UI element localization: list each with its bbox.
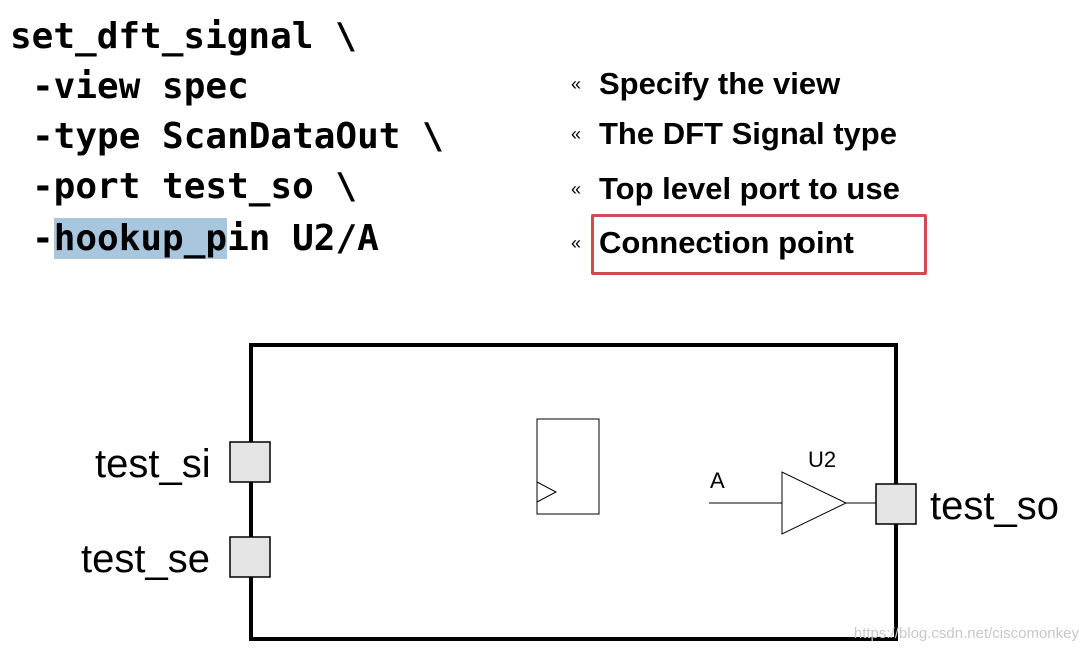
port-label-test-si: test_si xyxy=(95,442,211,486)
code-line-command: set_dft_signal \ xyxy=(10,16,357,57)
bullet-icon: « xyxy=(571,178,582,199)
port-label-test-se: test_se xyxy=(81,537,210,581)
annotation-connection: « Connection point xyxy=(571,225,854,261)
watermark: https://blog.csdn.net/ciscomonkey xyxy=(853,625,1079,642)
clock-triangle-icon xyxy=(536,481,558,503)
code-hookup-dash: - xyxy=(32,218,54,259)
bullet-icon: « xyxy=(571,123,582,144)
buffer-u2-icon xyxy=(781,471,848,535)
annotation-port-text: Top level port to use xyxy=(599,171,900,206)
code-line-type: -type ScanDataOut \ xyxy=(32,116,444,157)
annotation-connection-text: Connection point xyxy=(599,225,854,260)
code-line-view: -view spec xyxy=(32,66,249,107)
annotation-view-text: Specify the view xyxy=(599,66,841,101)
flip-flop xyxy=(536,418,600,515)
code-line-hookup-pin: -hookup_pin U2/A xyxy=(32,218,379,261)
port-box-test-se xyxy=(229,536,271,578)
port-box-test-si xyxy=(229,441,271,483)
pin-label-a: A xyxy=(710,468,725,493)
code-hookup-rest: in U2/A xyxy=(227,218,379,259)
port-box-test-so xyxy=(875,483,917,525)
port-label-test-so: test_so xyxy=(930,484,1059,528)
cell-label-u2: U2 xyxy=(808,447,837,472)
bullet-icon: « xyxy=(571,73,582,94)
annotation-type-text: The DFT Signal type xyxy=(599,116,897,151)
bullet-icon: « xyxy=(571,232,582,253)
annotation-type: « The DFT Signal type xyxy=(571,116,897,152)
code-hookup-highlight: hookup_p xyxy=(53,218,228,259)
annotation-view: « Specify the view xyxy=(571,66,840,102)
connection-point-highlight-box xyxy=(591,214,927,275)
code-line-port: -port test_so \ xyxy=(32,166,358,207)
annotation-port: « Top level port to use xyxy=(571,171,900,207)
